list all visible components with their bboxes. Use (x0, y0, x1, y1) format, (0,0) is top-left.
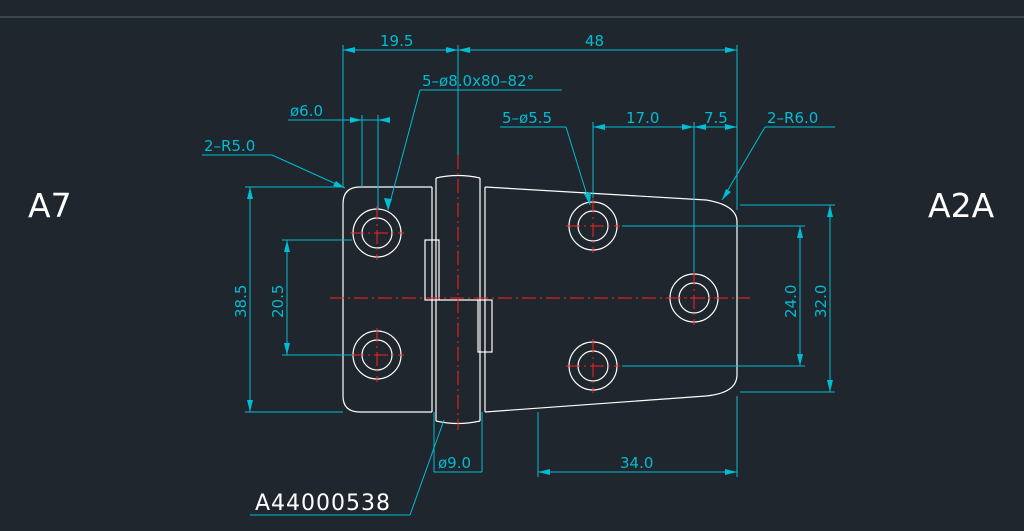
dim-height-left: 38.5 (232, 285, 250, 318)
dim-pin-head: ø6.0 (290, 102, 323, 120)
arrowheads (247, 47, 833, 475)
holes (352, 201, 719, 391)
centerlines (330, 155, 750, 430)
dim-height-right: 32.0 (812, 285, 830, 318)
dim-radius-left: 2–R5.0 (204, 137, 255, 155)
dim-top-total: 48 (585, 32, 604, 50)
dim-hole-spacing-left: 20.5 (269, 285, 287, 318)
dim-bottom-width: 34.0 (620, 454, 653, 472)
dim-hole-dia: 5–ø5.5 (502, 109, 552, 127)
label-right-code: A2A (928, 186, 995, 225)
label-part-number: A44000538 (255, 491, 391, 516)
dim-pitch: 17.0 (626, 109, 659, 127)
dim-pin-dia: ø9.0 (438, 454, 471, 472)
label-left-code: A7 (28, 186, 72, 225)
dim-offset: 7.5 (704, 109, 728, 127)
hinge-outline (342, 174, 738, 425)
dim-countersink: 5–ø8.0x80–82° (422, 72, 534, 90)
dim-top-leaf: 19.5 (380, 32, 413, 50)
dim-hole-spacing-right: 24.0 (782, 285, 800, 318)
dim-radius-right: 2–R6.0 (767, 109, 818, 127)
dimension-lines (202, 45, 835, 516)
